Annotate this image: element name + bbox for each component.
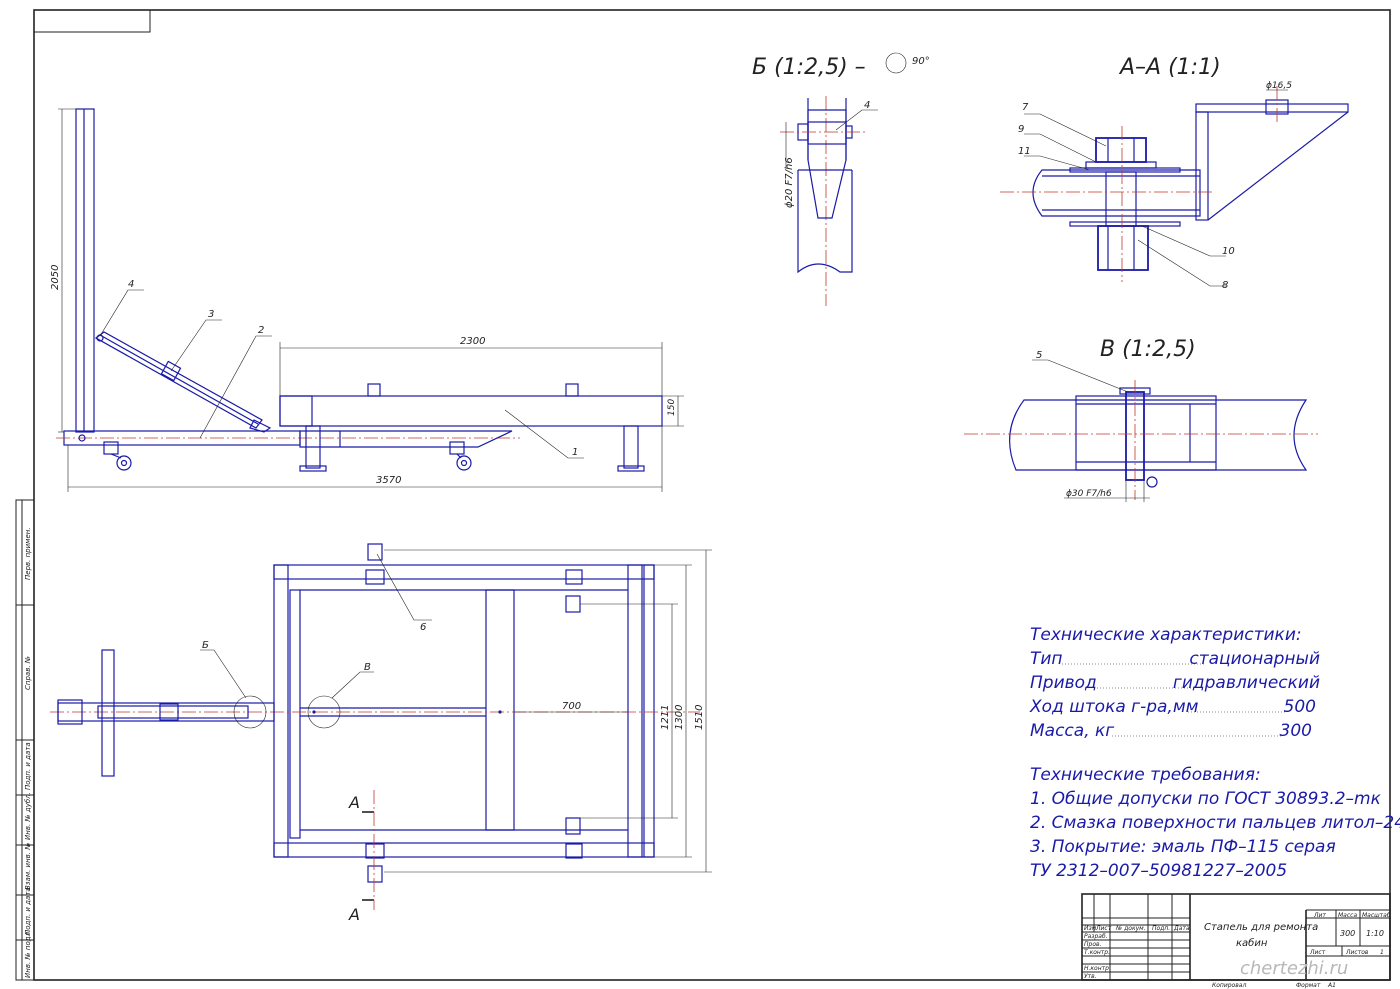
side-view-labels: 2050 2300 3570 150 4 3 2 1 <box>50 265 677 486</box>
stamp-ref-no: Справ. № <box>24 656 32 690</box>
dim-length-top: 2300 <box>460 336 485 347</box>
top-view-labels: 700 1211 1300 1510 6 Б В А А <box>202 622 705 924</box>
detail-b-labels: Б (1:2,5) – 90° 4 ϕ20 F7/h6 <box>752 55 930 208</box>
tb-format-label: Формат <box>1296 982 1321 989</box>
spec-type-value: стационарный <box>1189 649 1320 669</box>
tb-role-ncontrol: Н.контр. <box>1084 965 1111 972</box>
spec-drive-label: Привод <box>1030 673 1097 693</box>
tb-scale-value: 1:10 <box>1366 929 1384 938</box>
tb-mass-label: Масса <box>1338 912 1357 919</box>
dim-beam: 150 <box>667 399 677 416</box>
stamp-dup-inv: Инв. № дубл. <box>24 792 32 840</box>
tb-lit-label: Лит <box>1313 912 1326 919</box>
spec-stroke-value: 500 <box>1284 697 1316 717</box>
callout-9: 9 <box>1018 124 1024 135</box>
callout-7: 7 <box>1022 102 1029 113</box>
callout-10: 10 <box>1222 246 1235 257</box>
spec-drive-value: гидравлический <box>1173 673 1320 693</box>
section-aa <box>1000 86 1349 287</box>
tb-format-value: А1 <box>1327 982 1336 989</box>
section-a-bottom: А <box>348 905 360 924</box>
side-stamps: Перв. примен. Справ. № Подп. и дата Инв.… <box>24 527 32 978</box>
tb-col-sheet: Лист <box>1095 925 1112 932</box>
detail-v-labels: В (1:2,5) 5 ϕ30 F7/h6 <box>1036 337 1196 499</box>
callout-4: 4 <box>128 279 134 290</box>
stamp-sign-date: Подп. и дата <box>24 742 32 790</box>
tb-col-change: Изм <box>1084 925 1097 932</box>
stamp-orig-inv: Инв. № подл. <box>24 930 32 978</box>
spec-leaders <box>1062 663 1286 737</box>
tb-copied: Копировал <box>1212 982 1246 989</box>
tb-scale-label: Масштаб <box>1362 912 1391 919</box>
title-section-aa: А–А (1:1) <box>1118 55 1221 80</box>
technical-specs: Технические характеристики: Тип стациона… <box>1029 625 1320 741</box>
technical-requirements: Технические требования: 1. Общие допуски… <box>1030 765 1400 881</box>
tb-col-doc: № докум. <box>1115 925 1146 932</box>
dim-length-total: 3570 <box>376 475 401 486</box>
tb-role-checker: Пров. <box>1084 941 1102 948</box>
tb-sheets-label: Листов <box>1345 949 1369 956</box>
title-detail-v: В (1:2,5) <box>1100 337 1196 362</box>
specs-title: Технические характеристики: <box>1030 625 1302 645</box>
dim-fit-b: ϕ20 F7/h6 <box>784 157 795 208</box>
top-view <box>50 543 712 910</box>
callout-4b: 4 <box>864 100 870 111</box>
requirement-1: 1. Общие допуски по ГОСТ 30893.2–mк <box>1030 789 1382 809</box>
dim-hole-aa: ϕ16,5 <box>1266 81 1292 91</box>
detail-b-rotation: 90° <box>912 56 930 67</box>
tb-sheets-value: 1 <box>1380 949 1384 956</box>
drawing-frame <box>15 9 1391 981</box>
tb-mass-value: 300 <box>1340 929 1355 938</box>
callout-3: 3 <box>208 309 214 320</box>
callout-11: 11 <box>1018 146 1031 157</box>
detail-b <box>780 52 907 306</box>
dim-w1: 1211 <box>660 705 671 730</box>
requirement-2: 2. Смазка поверхности пальцев литол–24 <box>1030 813 1400 833</box>
section-aa-labels: А–А (1:1) ϕ16,5 7 9 11 10 8 <box>1018 55 1292 291</box>
callout-8: 8 <box>1222 280 1228 291</box>
dim-height: 2050 <box>50 265 61 290</box>
callout-b: Б <box>202 640 209 651</box>
section-a-top: А <box>348 793 360 812</box>
tb-col-sign: Подп. <box>1152 925 1170 932</box>
tb-sheet-label: Лист <box>1309 949 1326 956</box>
requirement-3: 3. Покрытие: эмаль ПФ–115 серая <box>1030 837 1336 857</box>
callout-2: 2 <box>258 325 264 336</box>
requirement-4: ТУ 2312–007–50981227–2005 <box>1030 861 1287 881</box>
callout-5: 5 <box>1036 350 1042 361</box>
title-block-labels: Изм Лист № докум. Подп. Дата Разраб. Про… <box>1084 912 1391 989</box>
spec-type-label: Тип <box>1030 649 1063 669</box>
title-detail-b: Б (1:2,5) – <box>752 55 866 80</box>
stamp-first-use: Перв. примен. <box>24 527 32 580</box>
callout-1: 1 <box>572 447 578 458</box>
dim-fit-v: ϕ30 F7/h6 <box>1066 489 1112 499</box>
tb-name-line1: Стапель для ремонта <box>1204 922 1318 933</box>
dim-inner: 700 <box>562 701 581 712</box>
tb-name-line2: кабин <box>1236 937 1268 949</box>
watermark: chertezhi.ru <box>1240 958 1348 979</box>
spec-mass-label: Масса, кг <box>1030 721 1114 741</box>
tb-role-developer: Разраб. <box>1084 933 1108 940</box>
callout-v: В <box>364 662 371 673</box>
dim-w3: 1510 <box>694 705 705 730</box>
callout-6: 6 <box>420 622 426 633</box>
side-view <box>56 108 684 492</box>
dim-w2: 1300 <box>674 705 685 730</box>
spec-stroke-label: Ход штока г-ра,мм <box>1029 697 1199 717</box>
tb-role-tcontrol: Т.контр. <box>1084 949 1110 956</box>
title-block <box>1081 893 1391 981</box>
tb-role-approved: Утв. <box>1084 973 1097 980</box>
stamp-sign-date-2: Подп. и дата <box>24 887 32 935</box>
stamp-replaced-inv: Взам. инв. № <box>24 842 32 890</box>
detail-v <box>964 359 1318 502</box>
spec-mass-value: 300 <box>1280 721 1312 741</box>
tb-col-date: Дата <box>1173 925 1190 932</box>
requirements-title: Технические требования: <box>1030 765 1261 785</box>
